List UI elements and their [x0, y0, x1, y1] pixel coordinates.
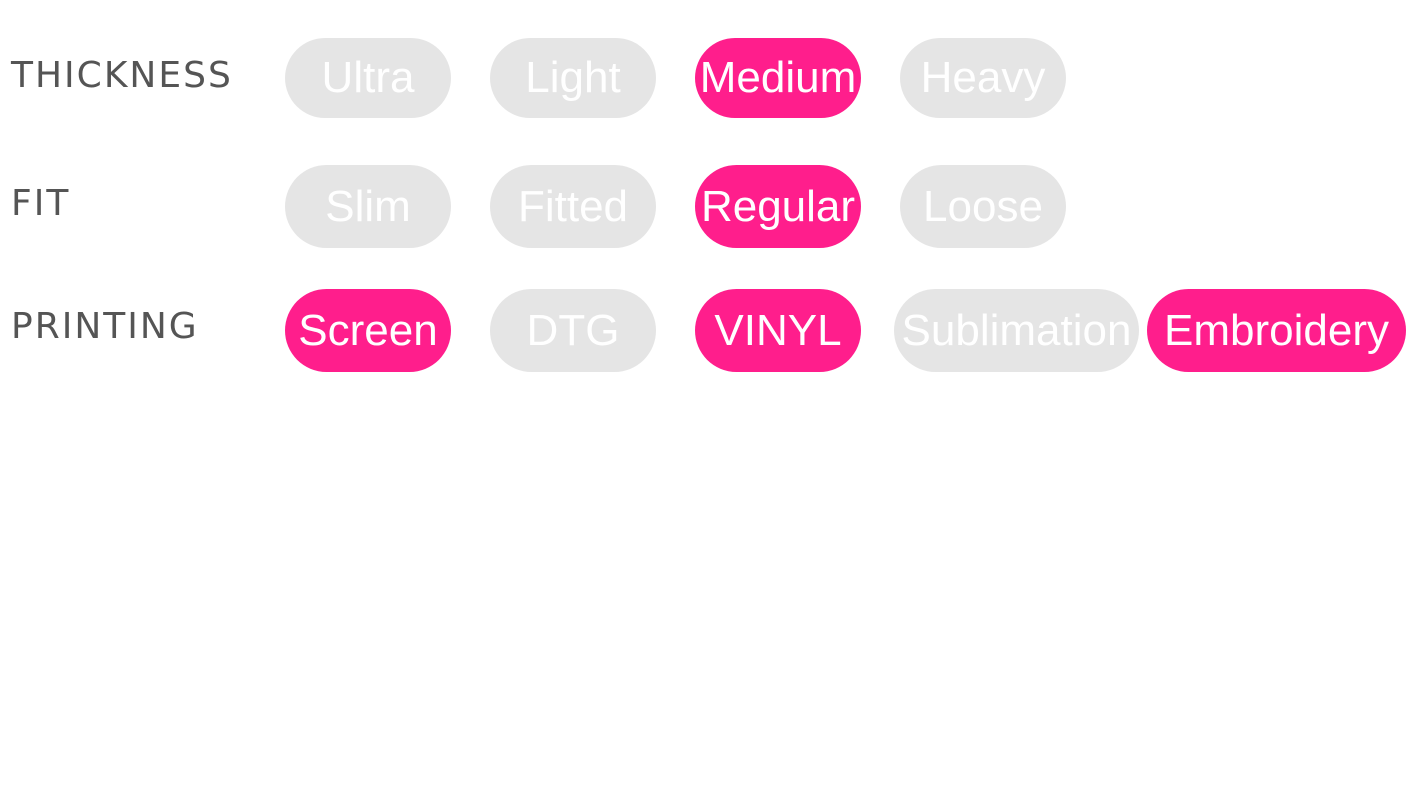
thickness-label: THICKNESS	[11, 55, 233, 96]
printing-option-vinyl[interactable]: VINYL	[695, 289, 861, 372]
printing-option-embroidery[interactable]: Embroidery	[1147, 289, 1406, 372]
printing-option-sublimation[interactable]: Sublimation	[894, 289, 1139, 372]
fit-label: FIT	[11, 183, 71, 224]
thickness-option-medium[interactable]: Medium	[695, 38, 861, 118]
fit-option-fitted[interactable]: Fitted	[490, 165, 656, 248]
fit-option-loose[interactable]: Loose	[900, 165, 1066, 248]
thickness-option-light[interactable]: Light	[490, 38, 656, 118]
printing-label: PRINTING	[11, 306, 199, 347]
fit-option-slim[interactable]: Slim	[285, 165, 451, 248]
thickness-option-ultra[interactable]: Ultra	[285, 38, 451, 118]
printing-option-screen[interactable]: Screen	[285, 289, 451, 372]
printing-option-dtg[interactable]: DTG	[490, 289, 656, 372]
fit-option-regular[interactable]: Regular	[695, 165, 861, 248]
thickness-option-heavy[interactable]: Heavy	[900, 38, 1066, 118]
